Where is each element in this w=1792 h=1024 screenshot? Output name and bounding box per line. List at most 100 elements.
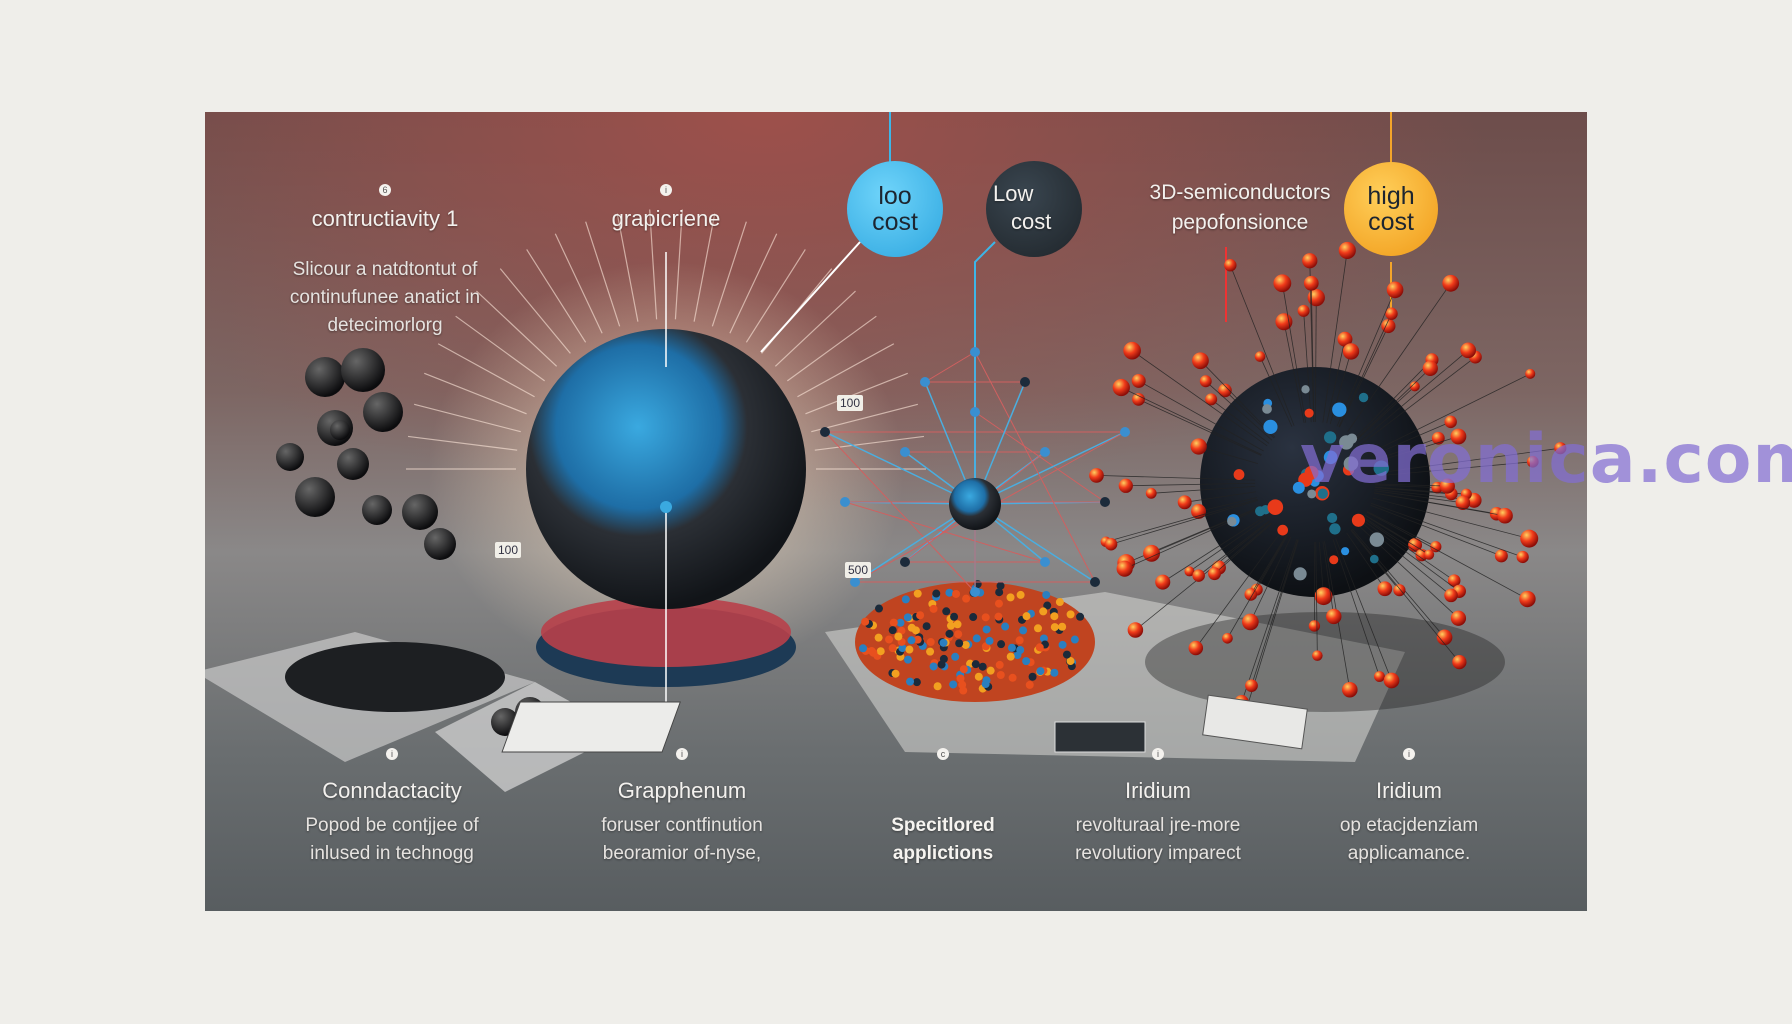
particle <box>1022 657 1031 666</box>
iridium-atom <box>1192 569 1205 582</box>
particle <box>1019 626 1028 635</box>
iridium-atom <box>1497 507 1513 524</box>
particle <box>986 666 995 675</box>
iridium-atom <box>1302 253 1318 269</box>
column-description: Popod be contjjee of inlused in technogg <box>305 812 478 868</box>
particle <box>912 678 921 687</box>
ray <box>711 221 747 327</box>
iridium-atom <box>1132 392 1145 406</box>
iridium-atom <box>1218 383 1232 398</box>
ray <box>414 403 521 433</box>
marker-icon: i <box>1403 748 1415 760</box>
iridium-atom <box>1199 375 1212 388</box>
particle <box>859 644 868 653</box>
iridium-atom <box>1450 610 1467 626</box>
ray <box>745 249 806 343</box>
particle <box>901 595 910 604</box>
particle <box>869 648 878 657</box>
iridium-atom <box>1123 341 1141 360</box>
iridium-atom <box>1222 632 1233 644</box>
particle <box>1033 624 1042 633</box>
ray <box>424 372 527 415</box>
iridium-atom <box>1205 393 1218 406</box>
particle <box>985 636 994 645</box>
carbon-sphere <box>363 392 403 432</box>
rays <box>406 209 926 470</box>
particle <box>861 617 870 626</box>
iridium-atom <box>1188 640 1204 656</box>
desc-line: foruser contfinution <box>601 815 763 836</box>
particle <box>994 612 1003 621</box>
column-title: Grapphenum <box>617 778 747 803</box>
iridium-atom <box>1444 588 1458 603</box>
ray <box>554 233 603 334</box>
particle <box>952 589 961 598</box>
iridium-atom <box>1526 455 1539 468</box>
atom <box>820 427 830 437</box>
ray <box>455 315 546 382</box>
iridium-atom <box>1386 281 1404 299</box>
iridium-atom <box>1190 438 1207 455</box>
carbon-sphere <box>337 448 369 480</box>
iridium-atom <box>1460 342 1476 359</box>
iridium-atom <box>1439 478 1455 494</box>
ray <box>616 213 639 322</box>
iridium-atom <box>1155 574 1171 590</box>
particle <box>954 630 963 639</box>
particle <box>926 647 935 656</box>
particle <box>994 599 1003 608</box>
atom <box>850 577 860 587</box>
cluster-shadow <box>1145 612 1505 712</box>
iridium-atom <box>1374 671 1385 682</box>
iridium-atom <box>1393 584 1406 597</box>
particle <box>903 655 912 664</box>
particle <box>885 635 894 644</box>
iridium-atom <box>1377 581 1393 597</box>
title-line: 3D-semiconductors <box>1149 181 1331 204</box>
particle <box>1066 657 1075 666</box>
iridium-atom <box>1422 360 1438 377</box>
particle <box>874 604 883 613</box>
badge-line: cost <box>872 208 918 236</box>
ray <box>774 290 856 367</box>
particle <box>942 607 951 616</box>
particle <box>951 652 960 661</box>
particle <box>1050 668 1059 677</box>
infographic-panel: 6 contructiavity 1 Slicour a natdtontut … <box>205 112 1587 911</box>
iridium-atom <box>1383 672 1400 689</box>
particle <box>1007 643 1016 652</box>
atom <box>1100 497 1110 507</box>
particle <box>953 620 962 629</box>
marker-icon: c <box>937 748 949 760</box>
iridium-atom <box>1297 304 1310 317</box>
particle <box>932 589 941 598</box>
column-description: revolturaal jre-more revolutiory imparec… <box>1075 812 1241 868</box>
ray <box>476 290 558 367</box>
marker-icon: i <box>386 748 398 760</box>
particle <box>956 674 965 683</box>
ray <box>693 213 716 322</box>
desc-line: op etacjdenziam <box>1339 815 1479 836</box>
ray <box>811 403 918 433</box>
value-label: 100 <box>837 395 864 411</box>
particle <box>1025 680 1034 689</box>
carbon-sphere <box>362 495 392 525</box>
iridium-atom <box>1326 608 1342 625</box>
particle <box>1070 635 1079 644</box>
iridium-atom <box>1452 654 1467 670</box>
iridium-atom <box>1442 274 1460 292</box>
particle <box>945 588 954 597</box>
iridium-cluster <box>1089 241 1567 716</box>
iridium-atom <box>1337 331 1353 347</box>
particle <box>1039 607 1048 616</box>
desc-line: Specitlored <box>891 815 995 836</box>
particle <box>913 589 922 598</box>
particle <box>1066 610 1075 619</box>
particle <box>981 613 990 622</box>
particle <box>978 662 987 671</box>
iridium-atom <box>1192 352 1209 370</box>
graphene-sphere <box>526 329 806 609</box>
ray <box>814 435 925 451</box>
particle <box>1050 612 1059 621</box>
iridium-atom <box>1494 549 1508 563</box>
